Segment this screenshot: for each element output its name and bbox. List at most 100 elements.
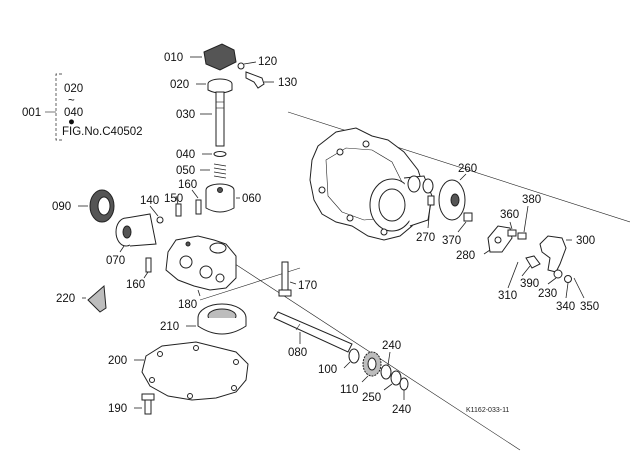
part-370-pin — [463, 212, 473, 222]
part-080-shaft: 080 — [273, 311, 353, 359]
part-220-wedge — [87, 284, 107, 313]
leader-160-upper — [191, 189, 199, 199]
label-390: 390 — [520, 278, 539, 290]
label-040: 040 — [176, 149, 195, 161]
leader-360 — [509, 221, 513, 230]
label-050: 050 — [176, 165, 195, 177]
label-020: 020 — [170, 79, 189, 91]
label-240-lower: 240 — [392, 404, 411, 416]
label-130: 130 — [278, 77, 297, 89]
part-160-pin-lower — [145, 257, 152, 273]
label-380: 380 — [522, 194, 541, 206]
label-270: 270 — [416, 232, 435, 244]
sleeve-070-body — [125, 213, 157, 247]
label-230: 230 — [538, 288, 557, 300]
housing-180-hole-1 — [185, 241, 191, 247]
gasket-200-hole-6 — [149, 377, 155, 383]
label-300: 300 — [576, 235, 595, 247]
label-170: 170 — [298, 280, 317, 292]
reference-bracket — [55, 73, 62, 141]
part-170-bolt: 170 — [278, 261, 317, 297]
reference-range-sep: ~ — [68, 95, 75, 107]
part-380-pin — [517, 232, 527, 240]
bearing-090-inner — [97, 196, 111, 216]
gasket-200-hole-3 — [233, 359, 239, 365]
label-140: 140 — [140, 195, 159, 207]
figure-code: K1162-033-11 — [466, 407, 509, 414]
label-060: 060 — [242, 193, 261, 205]
case-bore-inner — [378, 188, 406, 222]
label-360: 360 — [500, 209, 519, 221]
gasket-200-hole-1 — [157, 351, 163, 357]
case-bolt-2 — [362, 140, 370, 148]
leader-350 — [579, 289, 585, 299]
part-060-block: 060 — [205, 183, 261, 213]
label-200: 200 — [108, 355, 127, 367]
part-110-gear: 110 — [340, 351, 382, 396]
leader-270 — [427, 205, 431, 229]
label-110: 110 — [340, 384, 358, 396]
label-260: 260 — [458, 163, 477, 175]
case-boss-2 — [422, 178, 434, 194]
label-210: 210 — [160, 321, 179, 333]
leader-170 — [289, 281, 297, 285]
part-390-spring — [525, 255, 541, 269]
label-310: 310 — [498, 290, 517, 302]
part-350-pin — [573, 277, 581, 291]
part-040-washer — [213, 151, 227, 157]
shaft-080-step — [295, 323, 301, 331]
part-250-ring — [390, 370, 402, 386]
case-bolt-3 — [318, 186, 326, 194]
label-100: 100 — [318, 364, 337, 376]
part-190-bolt: 190 — [108, 393, 155, 415]
leader-370 — [457, 221, 467, 233]
part-280-bracket: 280 — [456, 225, 513, 262]
gasket-200-hole-4 — [231, 385, 237, 391]
label-350: 350 — [580, 301, 599, 313]
part-070-sleeve: 070 — [106, 213, 157, 267]
leader-310 — [507, 261, 519, 289]
label-010: 010 — [164, 52, 183, 64]
gasket-200-hole-5 — [187, 393, 193, 399]
label-160-lower: 160 — [126, 279, 145, 291]
reference-item-label: 001 — [22, 107, 41, 119]
pulley-210-rim — [197, 318, 247, 335]
leader-140 — [149, 205, 159, 217]
housing-180-boss — [209, 242, 227, 254]
shaft-080-body — [273, 311, 353, 353]
lever-300-body — [539, 235, 567, 273]
part-010-cap: 010 — [164, 43, 237, 71]
label-080: 080 — [288, 347, 307, 359]
reference-bullet: ● — [68, 116, 75, 128]
part-300-lever: 300 — [539, 235, 595, 273]
leader-340 — [565, 282, 569, 299]
label-280: 280 — [456, 250, 475, 262]
case-bolt-5 — [380, 228, 388, 236]
leader-100 — [343, 361, 351, 369]
sleeve-070-bore — [122, 225, 132, 239]
gear-110-hub — [367, 357, 377, 371]
label-340: 340 — [556, 301, 575, 313]
part-180-housing: 180 — [165, 235, 237, 311]
part-050-spring — [213, 163, 227, 179]
shaft-030-body — [215, 91, 225, 147]
leader-380 — [523, 205, 529, 233]
label-370: 370 — [442, 235, 461, 247]
reference-fig-number: FIG.No.C40502 — [62, 126, 143, 138]
block-060-side — [205, 190, 235, 213]
label-150: 150 — [164, 193, 183, 205]
gasket-200-hole-2 — [193, 345, 199, 351]
housing-180-port-3 — [215, 273, 225, 283]
label-190: 190 — [108, 403, 127, 415]
leader-110 — [361, 375, 369, 383]
part-030-shaft: 030 — [176, 91, 225, 147]
part-120-ball — [237, 62, 245, 70]
part-100-washer — [348, 348, 360, 364]
bolt-190-shank — [144, 399, 152, 415]
part-360-pin — [507, 229, 517, 237]
leader-260 — [459, 173, 467, 181]
reference-range-top: 020 — [64, 83, 83, 95]
leader-250 — [383, 383, 393, 391]
